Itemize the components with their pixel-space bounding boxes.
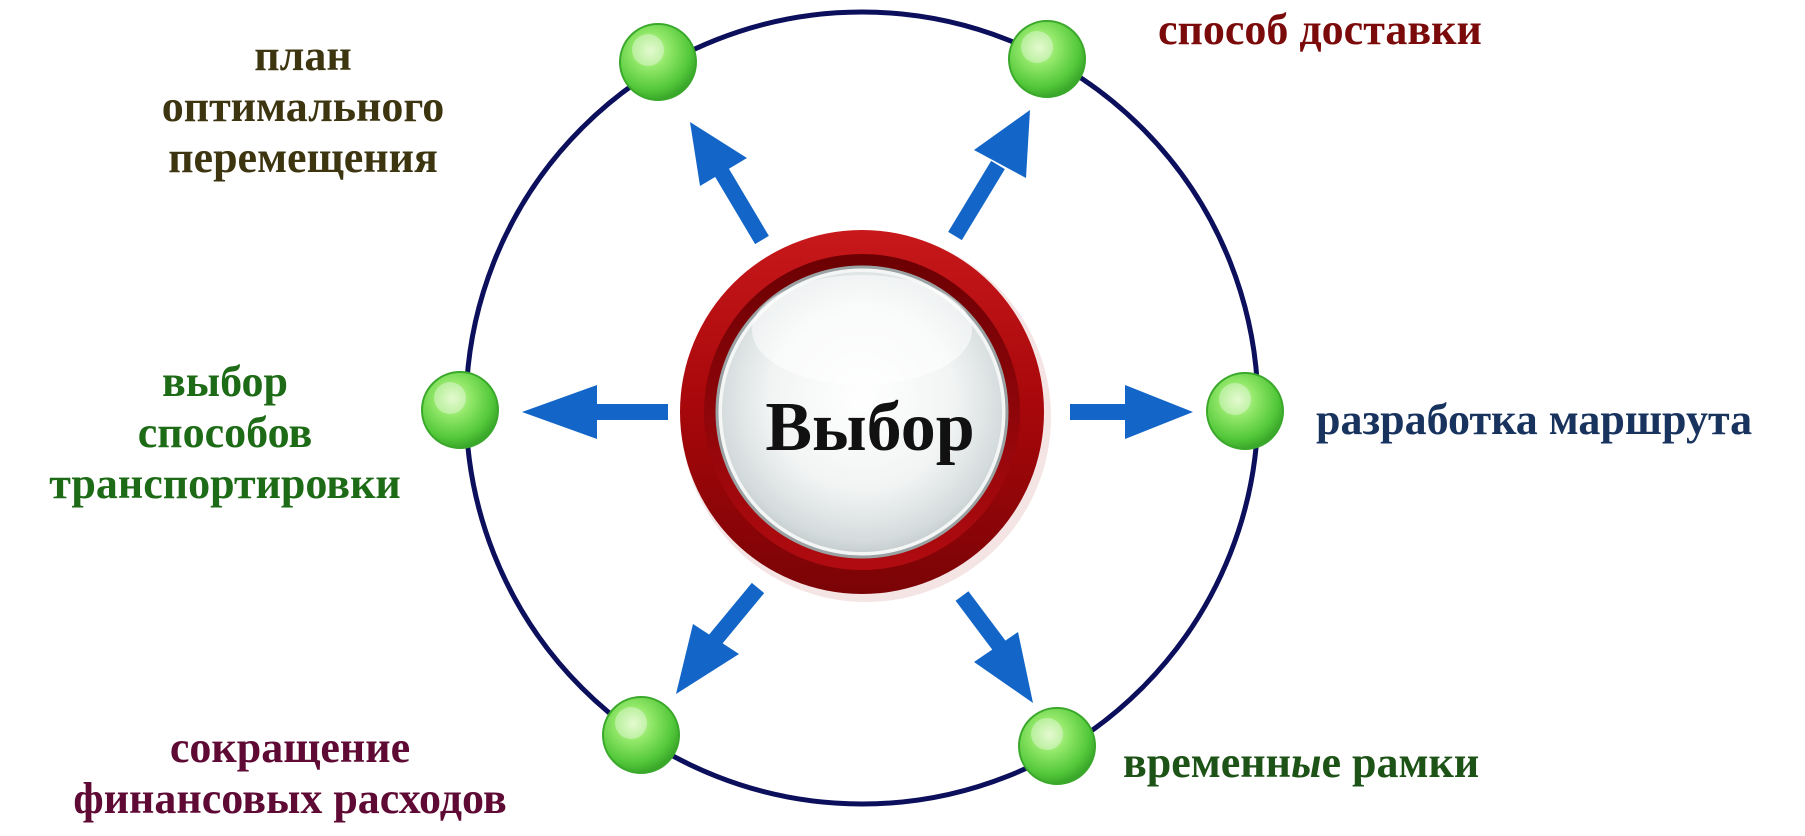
label-transport-line-2: способов [137,408,313,458]
label-route: разработка маршрута [1316,394,1752,445]
label-route-line-1: разработка маршрута [1316,395,1753,444]
label-timeframe-part-2: ы [1290,738,1322,787]
arrow-up-left [690,122,769,245]
node-dot-left [421,371,499,449]
arrow-up-right [948,110,1030,241]
label-plan: план оптимального перемещения [128,30,478,183]
label-costs-line-2: финансовых расходов [73,774,507,824]
node-dot-right [1206,372,1284,450]
label-timeframe-part-1: временн [1123,738,1291,787]
label-timeframe-part-3: е рамки [1321,738,1480,787]
label-timeframe-line-1: временные рамки [1123,737,1479,788]
label-timeframe: временные рамки [1123,737,1479,788]
arrow-down-right [955,591,1033,703]
label-plan-line-2: оптимального [161,82,445,132]
node-dot-bottom-right [1018,707,1096,785]
center-circle: Выбор [680,230,1051,602]
node-dot-top-left [619,23,697,101]
node-dot-bottom-left [602,696,680,774]
label-delivery-line-1: способ доставки [1158,5,1482,54]
label-plan-line-3: перемещения [168,133,438,183]
label-plan-line-1: план [254,31,352,80]
label-transport: выбор способов транспортировки [10,356,440,509]
label-transport-line-1: выбор [161,357,288,406]
label-transport-line-3: транспортировки [49,459,401,509]
label-delivery: способ доставки [1158,4,1482,55]
node-dot-top-right [1008,20,1086,98]
arrow-right [1070,385,1193,439]
arrow-down-left [676,582,765,694]
label-costs-line-1: сокращение [169,723,411,772]
arrow-left [522,385,668,439]
label-costs: сокращение финансовых расходов [30,722,550,824]
center-label: Выбор [765,389,974,466]
